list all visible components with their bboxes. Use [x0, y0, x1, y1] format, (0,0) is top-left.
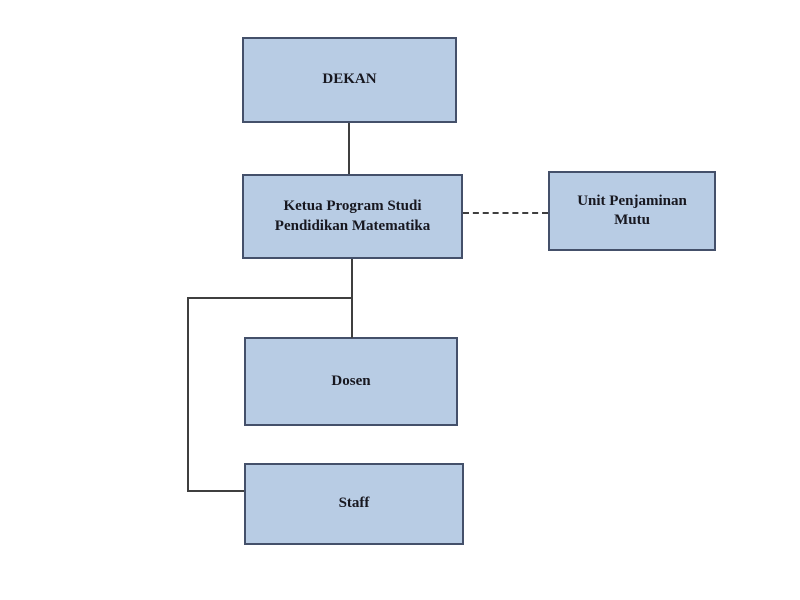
node-dekan-label: DEKAN	[322, 71, 377, 88]
node-staff-label: Staff	[338, 495, 370, 512]
node-ketua-program-studi: Ketua Program Studi Pendidikan Matematik…	[242, 174, 463, 259]
connector-kaprodi-to-upm-dashed	[463, 212, 548, 214]
connector-dekan-to-kaprodi	[348, 123, 350, 174]
connector-left-vertical	[187, 297, 189, 492]
node-dosen-label: Dosen	[331, 372, 371, 389]
node-ketua-program-studi-label: Ketua Program Studi Pendidikan Matematik…	[274, 198, 431, 234]
node-unit-penjaminan-mutu: Unit Penjaminan Mutu	[548, 171, 716, 251]
node-unit-penjaminan-mutu-label: Unit Penjaminan Mutu	[577, 192, 687, 229]
node-staff: Staff	[244, 463, 464, 545]
connector-branch-horizontal	[187, 297, 353, 299]
node-dekan: DEKAN	[242, 37, 457, 123]
node-dosen: Dosen	[244, 337, 458, 426]
connector-to-staff	[187, 490, 244, 492]
